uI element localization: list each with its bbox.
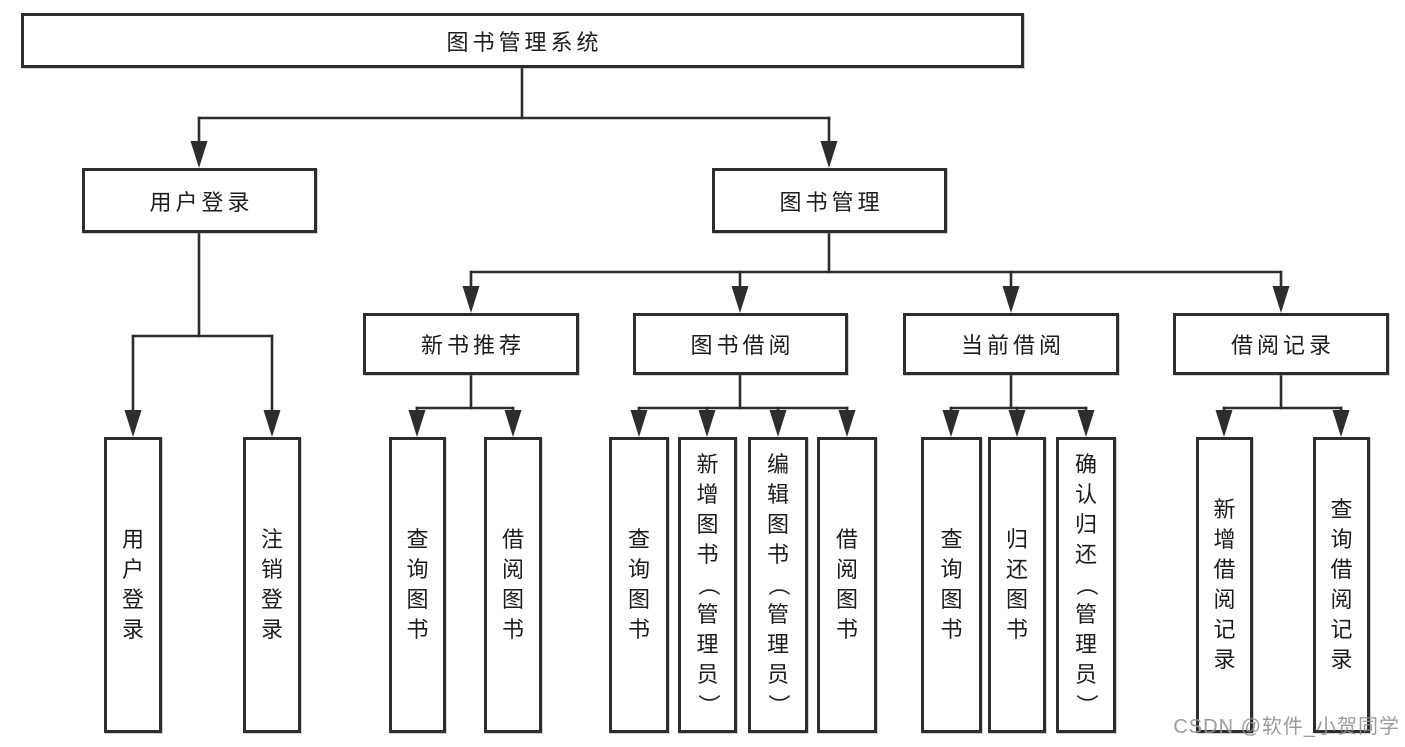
node-label: 编辑图书（管理员） [766,452,791,717]
arrowhead-icon [1008,410,1026,437]
node-label: 新增图书（管理员） [695,452,721,717]
arrowhead-icon [769,410,787,437]
node-label: 查询图书 [406,527,429,642]
node-label: 查询图书 [627,527,650,642]
arrowhead-icon [630,410,648,437]
node-label: 查询借阅记录 [1330,497,1353,672]
node-label: 用户登录 [149,189,254,215]
node-leaf-edit-book-admin: 编辑图书（管理员） [748,437,808,733]
node-leaf-logout: 注销登录 [243,437,301,733]
arrowhead-icon [1332,410,1350,437]
arrowhead-icon [1002,286,1020,313]
arrowhead-icon [1215,410,1233,437]
node-leaf-query-books-recommend: 查询图书 [389,437,446,733]
node-label: 注销登录 [260,527,283,642]
arrowhead-icon [504,410,522,437]
arrowhead-icon [731,286,749,313]
arrowhead-icon [190,141,208,168]
node-borrowing-records: 借阅记录 [1173,313,1389,375]
node-user-login-branch: 用户登录 [82,168,317,233]
arrowhead-icon [820,141,838,168]
node-current-borrowing: 当前借阅 [903,313,1119,375]
arrowhead-icon [942,410,960,437]
arrowhead-icon [462,286,480,313]
node-label: 新书推荐 [420,333,525,358]
node-leaf-add-borrow-record: 新增借阅记录 [1196,437,1253,733]
arrowhead-icon [263,410,281,437]
arrowhead-icon [124,410,142,437]
node-book-borrowing: 图书借阅 [633,313,848,375]
arrowhead-icon [1077,410,1095,437]
arrowhead-icon [1272,286,1290,313]
node-label: 确认归还（管理员） [1074,452,1099,717]
arrowhead-icon [838,410,856,437]
node-label: 新增借阅记录 [1213,497,1236,672]
node-label: 借阅图书 [835,527,858,642]
node-root-system: 图书管理系统 [21,13,1024,68]
node-leaf-query-books-current: 查询图书 [921,437,982,733]
arrowhead-icon [698,410,716,437]
node-new-book-recommend: 新书推荐 [363,313,579,375]
node-leaf-return-book: 归还图书 [988,437,1046,733]
node-leaf-query-books-borrow: 查询图书 [609,437,669,733]
node-label: 当前借阅 [960,333,1065,358]
node-leaf-add-book-admin: 新增图书（管理员） [678,437,737,733]
node-label: 图书管理 [779,189,884,215]
node-leaf-borrow-books-borrow: 借阅图书 [817,437,877,733]
node-label: 借阅记录 [1230,333,1335,358]
node-book-management-branch: 图书管理 [712,168,947,233]
node-label: 用户登录 [121,527,144,642]
node-label: 图书管理系统 [446,29,603,55]
node-label: 图书借阅 [690,333,795,358]
arrowhead-icon [408,410,426,437]
node-label: 归还图书 [1005,527,1028,642]
node-label: 查询图书 [940,527,963,642]
node-label: 借阅图书 [501,527,524,642]
node-leaf-confirm-return-admin: 确认归还（管理员） [1056,437,1116,733]
node-leaf-borrow-books-recommend: 借阅图书 [484,437,542,733]
node-leaf-query-borrow-record: 查询借阅记录 [1313,437,1370,733]
node-leaf-user-login: 用户登录 [104,437,162,733]
